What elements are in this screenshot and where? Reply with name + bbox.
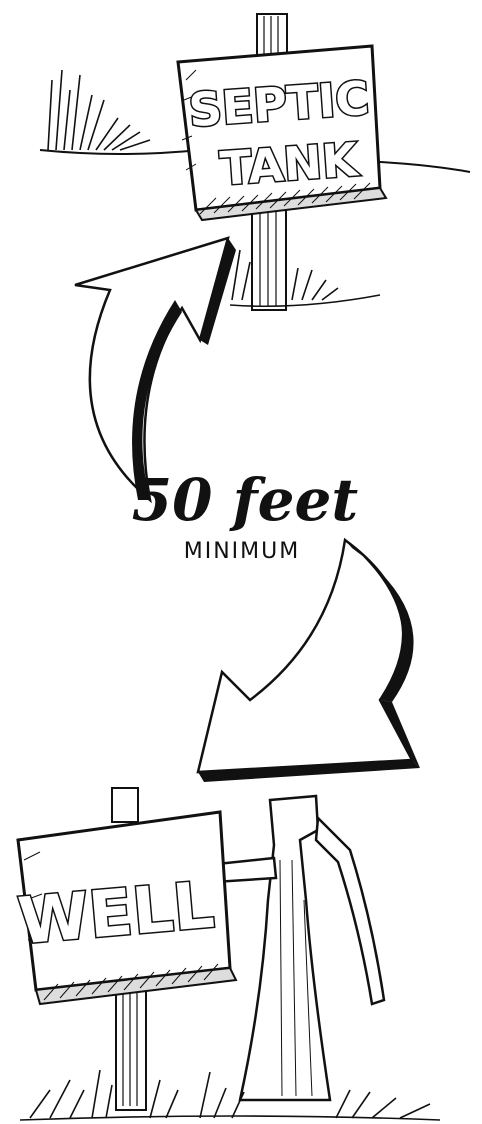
grass-tuft-bottom (20, 1070, 440, 1120)
distance-value: 50 feet (132, 466, 359, 534)
upward-curved-arrow (75, 238, 236, 500)
septic-sign-line2: TANK (218, 132, 361, 196)
grass-tuft-left (48, 70, 150, 150)
distance-label: 50 feet MINIMUM (132, 466, 359, 564)
septic-tank-scene: SEPTIC TANK (40, 14, 470, 310)
downward-curved-arrow (198, 540, 420, 782)
well-scene: WELL (15, 788, 440, 1120)
distance-qualifier: MINIMUM (184, 539, 300, 564)
